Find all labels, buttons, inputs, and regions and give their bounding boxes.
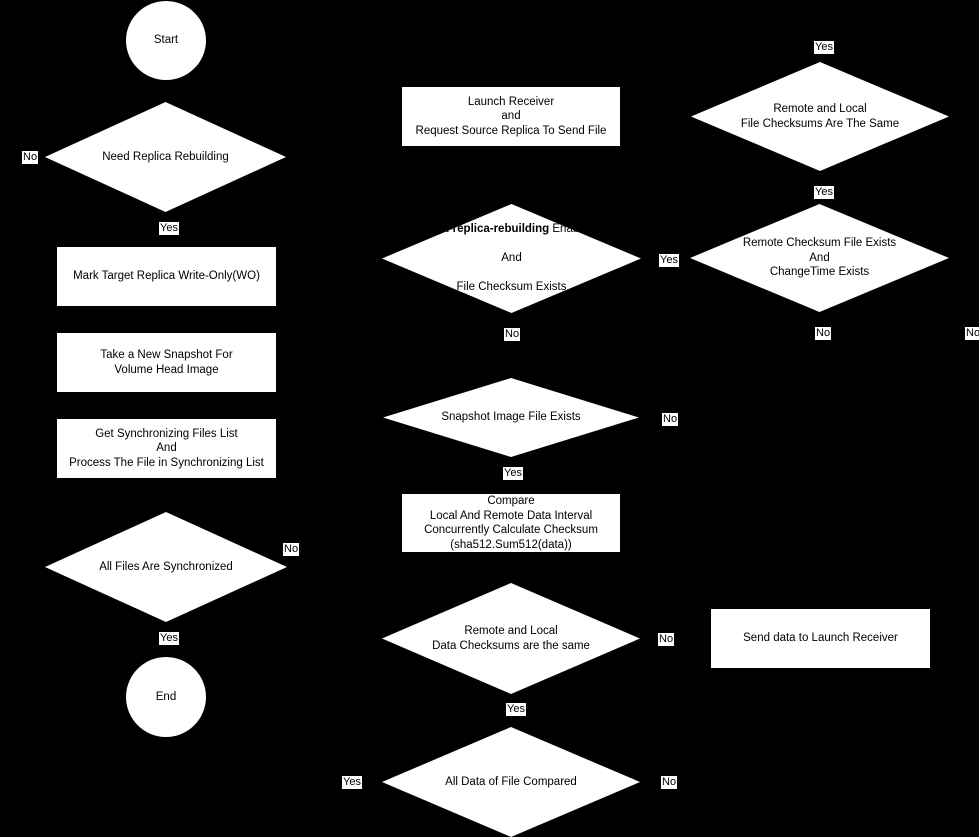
process-mark-target-replica: Mark Target Replica Write-Only(WO) bbox=[57, 247, 276, 306]
edge-label-need-replica-yes: Yes bbox=[159, 222, 179, 235]
decision-snapshot-image-file-exists: Snapshot Image File Exists bbox=[383, 378, 639, 457]
fast-replica-line2: And bbox=[501, 252, 522, 265]
process-send-data-to-launch-receiver: Send data to Launch Receiver bbox=[711, 609, 930, 668]
process-compare-calculate-checksum-label: Compare Local And Remote Data Interval C… bbox=[424, 495, 598, 551]
decision-remote-checksum-file-exists: Remote Checksum File Exists And ChangeTi… bbox=[690, 204, 949, 312]
process-take-new-snapshot: Take a New Snapshot For Volume Head Imag… bbox=[57, 333, 276, 392]
edge-label-file-checksums-yes-top: Yes bbox=[814, 41, 834, 54]
fast-replica-line3: File Checksum Exists bbox=[456, 281, 567, 294]
process-launch-receiver-label: Launch Receiver and Request Source Repli… bbox=[415, 95, 607, 137]
edge-label-need-replica-no: No bbox=[22, 151, 39, 164]
decision-file-checksums-same: Remote and Local File Checksums Are The … bbox=[691, 62, 949, 171]
process-mark-target-replica-label: Mark Target Replica Write-Only(WO) bbox=[73, 270, 260, 283]
decision-data-checksums-same: Remote and Local Data Checksums are the … bbox=[382, 583, 640, 694]
fast-replica-line1: fast-replica-rebuilding Enabled bbox=[428, 223, 595, 236]
decision-all-files-synchronized: All Files Are Synchronized bbox=[45, 512, 287, 622]
decision-data-checksums-same-label: Remote and Local Data Checksums are the … bbox=[432, 625, 590, 652]
decision-all-data-compared: All Data of File Compared bbox=[382, 727, 640, 837]
edge-label-fast-replica-yes: Yes bbox=[659, 254, 679, 267]
edge-label-file-checksums-yes-bottom: Yes bbox=[814, 186, 834, 199]
start-node-label: Start bbox=[153, 34, 179, 47]
decision-need-replica-rebuilding-label: Need Replica Rebuilding bbox=[102, 150, 229, 163]
decision-all-files-synchronized-label: All Files Are Synchronized bbox=[99, 560, 233, 573]
decision-remote-checksum-file-exists-label: Remote Checksum File Exists And ChangeTi… bbox=[742, 237, 897, 279]
process-compare-calculate-checksum: Compare Local And Remote Data Interval C… bbox=[402, 494, 620, 552]
edge-label-all-data-compared-yes: Yes bbox=[342, 776, 362, 789]
edge-label-all-files-yes: Yes bbox=[159, 632, 179, 645]
edge-label-remote-checksum-no: No bbox=[815, 327, 832, 340]
decision-fast-replica-rebuilding-enabled-label: fast-replica-rebuilding Enabled And File… bbox=[382, 208, 641, 310]
process-launch-receiver: Launch Receiver and Request Source Repli… bbox=[402, 87, 620, 146]
edge-label-far-right-no: No bbox=[965, 327, 979, 340]
decision-file-checksums-same-label: Remote and Local File Checksums Are The … bbox=[740, 103, 900, 130]
process-send-data-to-launch-receiver-label: Send data to Launch Receiver bbox=[743, 632, 898, 645]
edge-label-snapshot-image-no: No bbox=[662, 413, 679, 426]
edge-label-fast-replica-no: No bbox=[504, 328, 521, 341]
decision-snapshot-image-file-exists-label: Snapshot Image File Exists bbox=[441, 411, 581, 424]
edge-label-data-checksums-yes: Yes bbox=[506, 703, 526, 716]
start-node: Start bbox=[126, 1, 206, 80]
edge-label-all-files-no: No bbox=[283, 543, 300, 556]
decision-need-replica-rebuilding: Need Replica Rebuilding bbox=[45, 102, 286, 212]
end-node: End bbox=[126, 657, 206, 737]
decision-fast-replica-rebuilding-enabled: fast-replica-rebuilding Enabled And File… bbox=[382, 204, 641, 313]
end-node-label: End bbox=[155, 690, 177, 703]
edge-label-all-data-compared-no: No bbox=[661, 776, 678, 789]
process-take-new-snapshot-label: Take a New Snapshot For Volume Head Imag… bbox=[100, 349, 233, 376]
process-get-synchronizing-files-label: Get Synchronizing Files List And Process… bbox=[69, 427, 264, 469]
edge-label-data-checksums-no: No bbox=[658, 633, 675, 646]
process-get-synchronizing-files: Get Synchronizing Files List And Process… bbox=[57, 419, 276, 478]
decision-all-data-compared-label: All Data of File Compared bbox=[445, 775, 577, 788]
edge-label-snapshot-image-yes: Yes bbox=[503, 467, 523, 480]
